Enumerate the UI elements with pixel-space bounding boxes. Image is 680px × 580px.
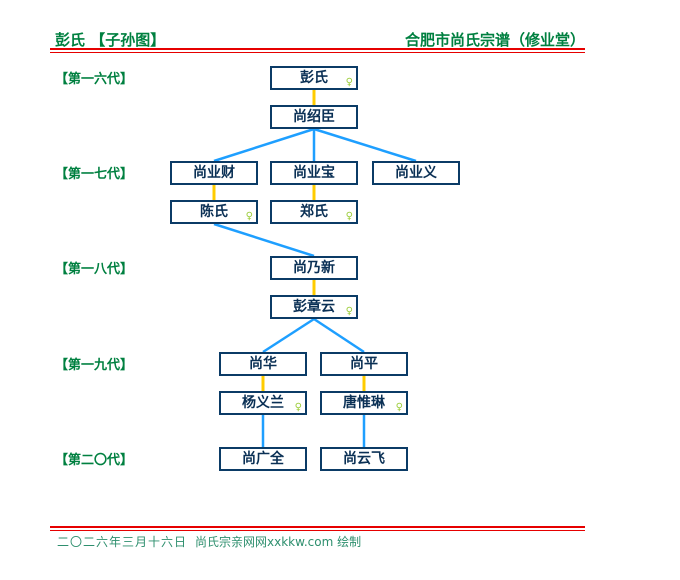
- person-name: 尚乃新: [293, 260, 335, 276]
- edge-descent-pengzhangyun-shangping: [313, 317, 365, 354]
- person-name: 尚业义: [395, 165, 437, 181]
- genealogy-book-title: 合肥市尚氏宗谱（修业堂）: [404, 31, 585, 49]
- generation-label-gen16: 【第一六代】: [55, 72, 134, 87]
- female-icon: ♀: [395, 402, 403, 413]
- person-box-tangweilin: 唐惟琳 ♀: [320, 391, 408, 415]
- person-box-pengshi: 彭氏 ♀: [270, 66, 358, 90]
- person-name: 尚华: [249, 356, 277, 372]
- person-box-shangyunfei: 尚云飞: [320, 447, 408, 471]
- edge-descent-shangshaochen-shangyeyi: [313, 127, 417, 163]
- header-divider: [50, 48, 585, 53]
- edge-descent-chenshi-shangnaixin: [213, 222, 315, 258]
- person-name: 尚业宝: [293, 165, 335, 181]
- person-name: 彭氏: [300, 70, 328, 86]
- female-icon: ♀: [294, 402, 302, 413]
- person-name: 彭章云: [293, 299, 335, 315]
- person-box-shangshaochen: 尚绍臣: [270, 105, 358, 129]
- person-name: 郑氏: [300, 204, 328, 220]
- person-name: 尚绍臣: [293, 109, 335, 125]
- person-box-shangyeyi: 尚业义: [372, 161, 460, 185]
- edge-descent-pengzhangyun-shanghua: [262, 317, 315, 354]
- generation-label-gen19: 【第一九代】: [55, 358, 134, 373]
- generation-label-gen20: 【第二〇代】: [55, 453, 134, 468]
- person-name: 尚业财: [193, 165, 235, 181]
- edge-descent-shangshaochen-shangyecai: [213, 127, 315, 163]
- person-name: 杨义兰: [242, 395, 284, 411]
- person-box-pengzhangyun: 彭章云 ♀: [270, 295, 358, 319]
- female-icon: ♀: [345, 211, 353, 222]
- person-box-chenshi: 陈氏 ♀: [170, 200, 258, 224]
- person-name: 尚云飞: [343, 451, 385, 467]
- person-name: 尚广全: [242, 451, 284, 467]
- generation-label-gen18: 【第一八代】: [55, 262, 134, 277]
- person-box-yangyilan: 杨义兰 ♀: [219, 391, 307, 415]
- person-box-shangyecai: 尚业财: [170, 161, 258, 185]
- female-icon: ♀: [345, 77, 353, 88]
- person-box-shangyebao: 尚业宝: [270, 161, 358, 185]
- person-box-zhengshi: 郑氏 ♀: [270, 200, 358, 224]
- chart-title: 彭氏 【子孙图】: [55, 31, 166, 49]
- person-box-shangguangquan: 尚广全: [219, 447, 307, 471]
- footer-divider: [50, 526, 585, 531]
- credit-text: 尚氏宗亲网网xxkkw.com 绘制: [195, 535, 362, 549]
- chart-date: 二〇二六年三月十六日: [57, 535, 188, 549]
- female-icon: ♀: [245, 211, 253, 222]
- person-box-shanghua: 尚华: [219, 352, 307, 376]
- person-box-shangping: 尚平: [320, 352, 408, 376]
- generation-label-gen17: 【第一七代】: [55, 167, 134, 182]
- female-icon: ♀: [345, 306, 353, 317]
- person-name: 尚平: [350, 356, 378, 372]
- person-name: 陈氏: [200, 204, 228, 220]
- person-name: 唐惟琳: [343, 395, 385, 411]
- person-box-shangnaixin: 尚乃新: [270, 256, 358, 280]
